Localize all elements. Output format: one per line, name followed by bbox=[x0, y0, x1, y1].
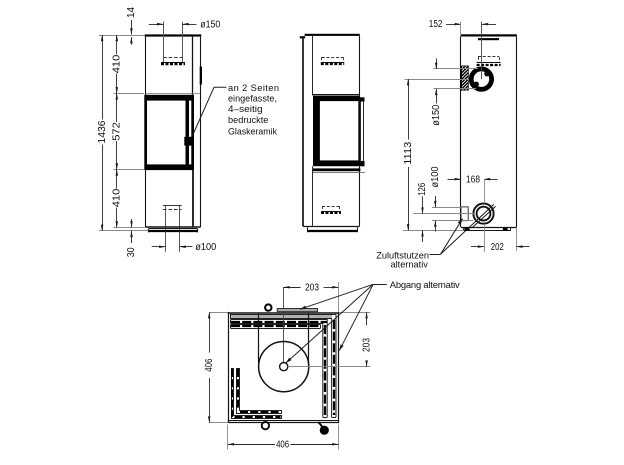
svg-text:406: 406 bbox=[276, 440, 289, 451]
svg-text:ø100: ø100 bbox=[430, 166, 441, 188]
svg-text:152: 152 bbox=[429, 19, 443, 30]
svg-text:ø150: ø150 bbox=[200, 20, 221, 31]
svg-text:ø150: ø150 bbox=[431, 104, 442, 126]
svg-text:203: 203 bbox=[361, 338, 372, 352]
svg-text:126: 126 bbox=[417, 183, 428, 196]
svg-text:572: 572 bbox=[112, 122, 123, 141]
svg-text:168: 168 bbox=[466, 174, 480, 185]
svg-text:1436: 1436 bbox=[97, 121, 108, 144]
svg-text:4–seitig: 4–seitig bbox=[228, 104, 263, 114]
svg-text:ø100: ø100 bbox=[195, 242, 217, 253]
svg-text:eingefasste,: eingefasste, bbox=[228, 93, 277, 103]
svg-text:410: 410 bbox=[112, 188, 123, 207]
svg-text:Zuluftstutzen: Zuluftstutzen bbox=[376, 250, 429, 261]
svg-text:alternativ: alternativ bbox=[391, 259, 429, 270]
svg-text:14: 14 bbox=[126, 6, 137, 18]
svg-text:1113: 1113 bbox=[403, 142, 414, 165]
svg-text:202: 202 bbox=[491, 242, 504, 253]
svg-text:30: 30 bbox=[126, 247, 137, 258]
svg-text:203: 203 bbox=[305, 283, 319, 294]
svg-text:410: 410 bbox=[112, 54, 123, 73]
svg-text:an 2 Seiten: an 2 Seiten bbox=[228, 83, 279, 93]
svg-text:Abgang alternativ: Abgang alternativ bbox=[390, 279, 460, 290]
svg-text:Glaskeramik: Glaskeramik bbox=[228, 127, 277, 137]
svg-text:bedruckte: bedruckte bbox=[228, 115, 268, 125]
svg-text:406: 406 bbox=[204, 359, 215, 372]
